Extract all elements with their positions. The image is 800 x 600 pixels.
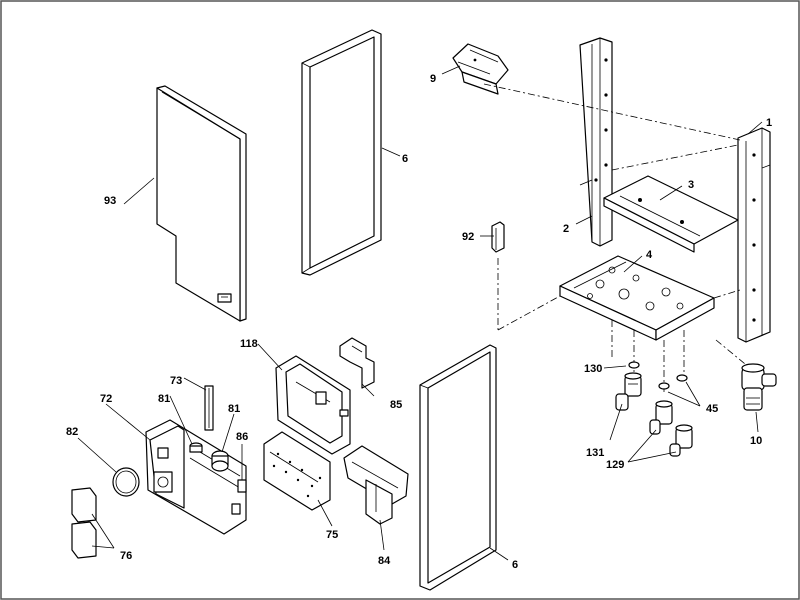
label-86: 86: [236, 431, 248, 443]
part-81-knobs: [189, 442, 229, 472]
label-82: 82: [66, 426, 78, 438]
part-73-handle: [204, 385, 214, 431]
part-9-bracket: [452, 43, 509, 95]
part-92-clip: [491, 221, 505, 253]
part-118-housing: [275, 355, 351, 455]
part-4-base-tray: [559, 255, 715, 341]
label-75: 75: [326, 529, 338, 541]
part-86-clip: [237, 479, 247, 493]
label-85: 85: [390, 399, 402, 411]
part-85-bracket: [339, 337, 375, 389]
label-81-right: 81: [228, 403, 240, 415]
assembly-lines: [483, 83, 751, 395]
label-73: 73: [170, 375, 182, 387]
label-9: 9: [430, 73, 436, 85]
label-76: 76: [120, 550, 132, 562]
label-10: 10: [750, 435, 762, 447]
leader-lines: [77, 65, 763, 561]
part-130-fitting: [628, 361, 640, 369]
part-10-pump: [741, 363, 777, 411]
part-6-side-panel-lower: [419, 344, 497, 591]
label-2: 2: [563, 223, 569, 235]
label-72: 72: [100, 393, 112, 405]
label-92: 92: [462, 231, 474, 243]
label-4: 4: [646, 249, 653, 261]
label-131: 131: [586, 447, 604, 459]
label-3: 3: [688, 179, 694, 191]
part-76-covers: [71, 487, 97, 559]
label-118: 118: [240, 338, 258, 350]
label-45: 45: [706, 403, 718, 415]
label-93: 93: [104, 195, 116, 207]
part-6-side-panel-upper: [301, 29, 382, 276]
part-1-right-rail: [737, 127, 771, 343]
label-129: 129: [606, 459, 624, 471]
label-130: 130: [584, 363, 602, 375]
part-131-valve: [615, 372, 642, 411]
part-75-circuit-board: [263, 431, 331, 511]
part-129-valves: [649, 400, 693, 457]
part-82-lens: [112, 467, 140, 497]
label-1: 1: [766, 117, 772, 129]
part-72-control-panel: [145, 419, 247, 535]
part-84-duct: [343, 445, 409, 525]
label-6-lower: 6: [512, 559, 518, 571]
label-84: 84: [378, 555, 391, 567]
label-6-upper: 6: [402, 153, 408, 165]
label-81-left: 81: [158, 393, 170, 405]
part-labels: 1 2 3 4 6 6 9 10 45 72 73 75 76 81 81 82…: [66, 73, 772, 571]
part-45-o-rings: [658, 374, 688, 390]
part-3-cross-member: [603, 175, 739, 253]
part-93-cover-panel: [156, 85, 247, 322]
part-2-left-rail: [579, 37, 613, 247]
